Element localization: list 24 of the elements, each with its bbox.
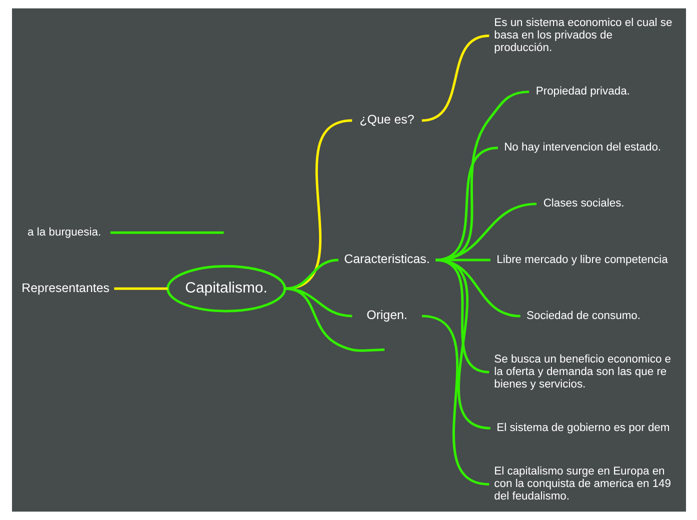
connector [421,34,489,122]
node-text: Clases sociales. [542,198,624,210]
node-text: Libre mercado y libre competencia [496,254,668,266]
node-text: El capitalismo surge en Europa en con la conquista de america en 149 del feudalismo. [494,466,671,502]
connector [434,258,489,374]
node-text: Propiedad privada. [535,86,630,98]
node-text: Representantes [21,280,109,295]
node-text: Es un sistema economico el cual se basa en los privados de producción. [494,17,672,54]
node-text: Sociedad de consumo. [526,310,640,322]
connector [110,231,224,234]
node-text: Origen. [366,308,407,322]
node-ellipse: Capitalismo. [166,264,286,312]
connector [284,287,384,352]
connector [284,258,338,290]
connector [284,119,352,290]
node-text: No hay intervencion del estado. [504,142,661,154]
connector [434,258,490,430]
node-text: El sistema de gobierno es por dem [496,422,670,434]
connector [114,287,168,290]
node-text: ¿Que es? [359,112,414,127]
node-text: a la burguesia. [27,226,101,238]
node-text: Se busca un beneficio economico e la oferta y demanda son las que re bienes y servicios. [494,353,671,390]
node-text: Caracteristicas. [344,252,430,266]
connector [421,314,489,486]
